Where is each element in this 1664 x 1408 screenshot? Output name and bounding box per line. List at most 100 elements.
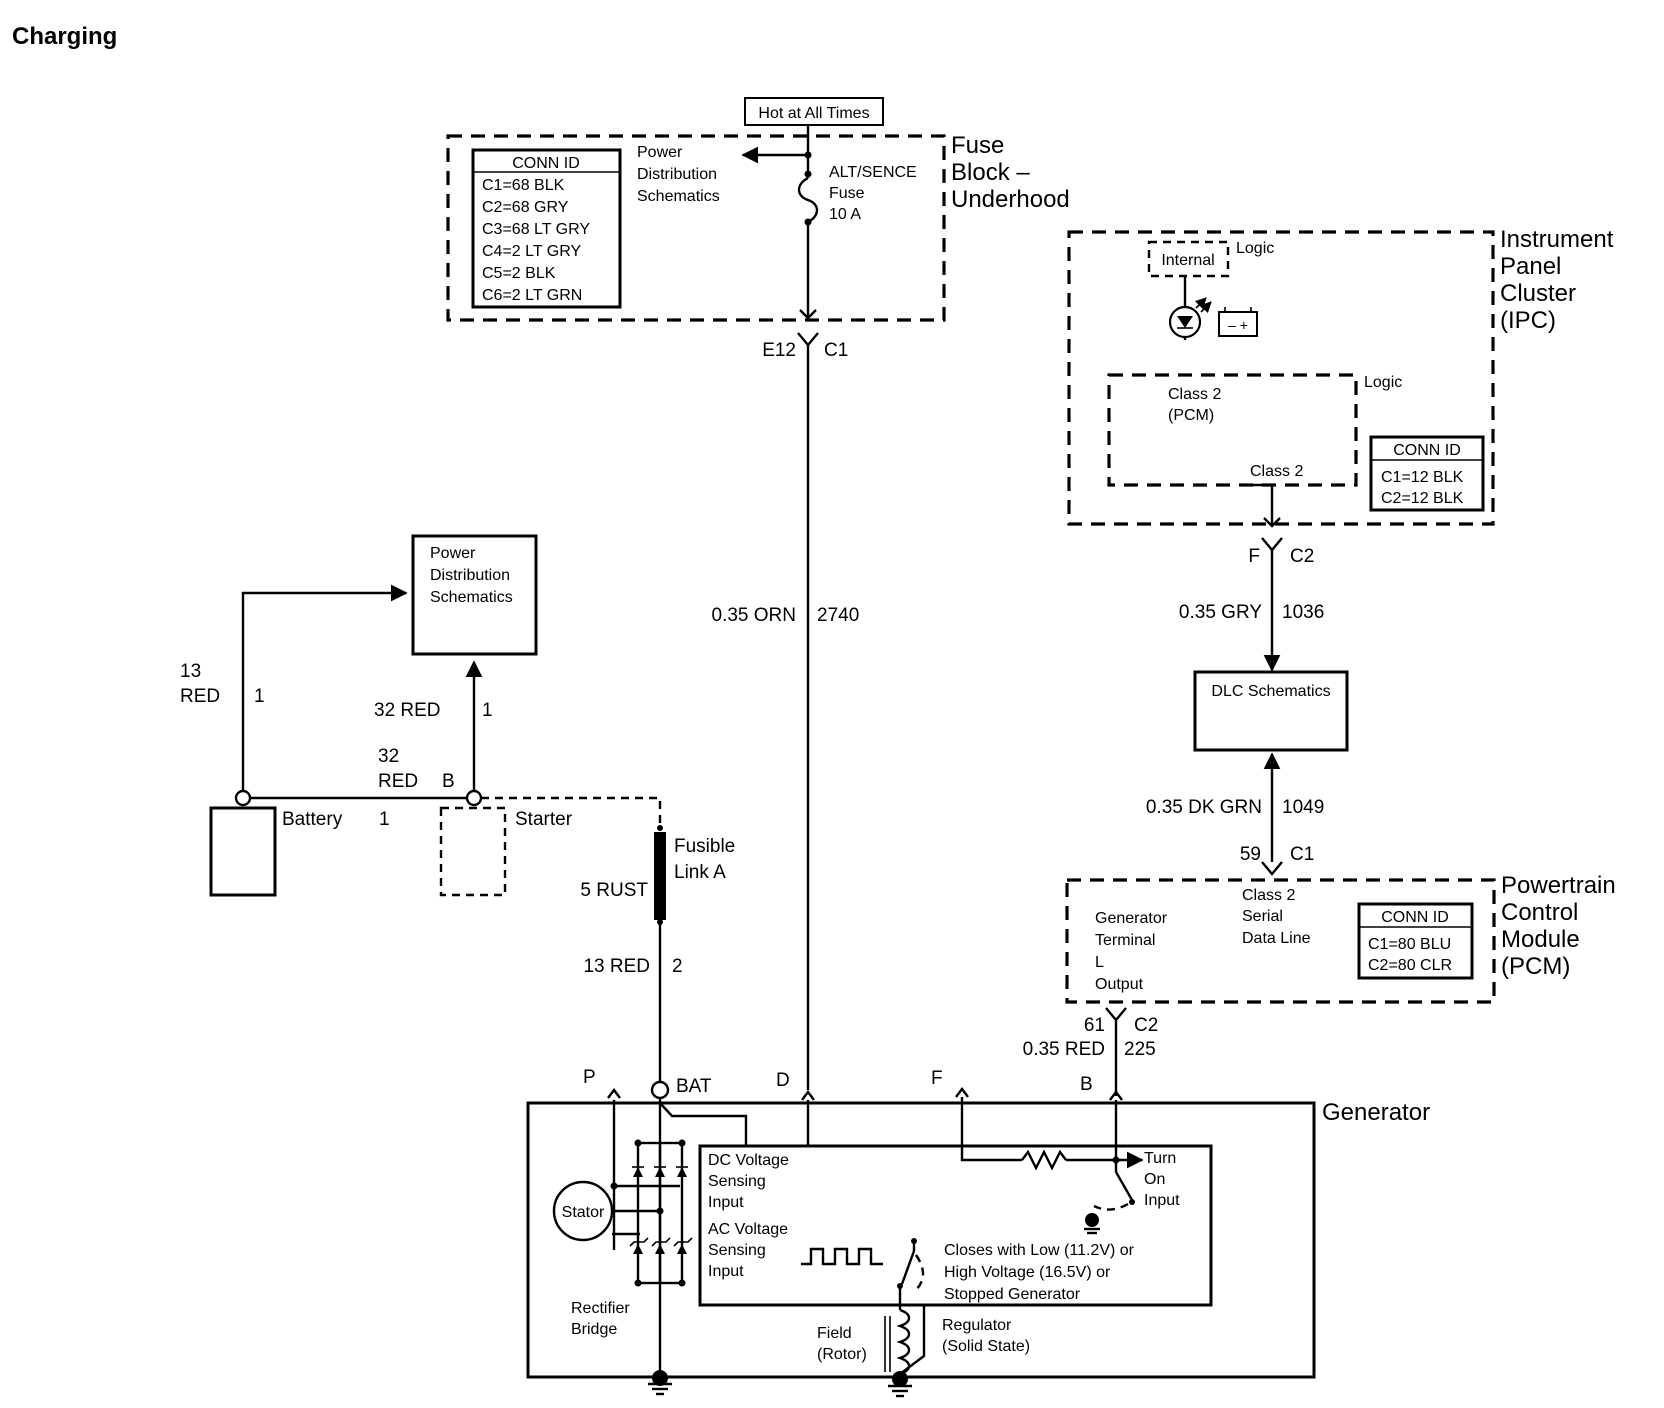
rectifier-label-2: Bridge <box>571 1321 617 1338</box>
connector-pcm-61: 61 <box>1084 1015 1105 1036</box>
ipc-title-1: Instrument <box>1500 226 1614 253</box>
wire-dkgrn-label: 0.35 DK GRN <box>1146 797 1262 818</box>
pcm-title-2: Control <box>1501 899 1578 926</box>
closes-3: Stopped Generator <box>944 1286 1081 1303</box>
pcm-title-1: Powertrain <box>1501 872 1616 899</box>
terminal-f-chevron-icon <box>955 1087 969 1098</box>
dc-sense-2: Sensing <box>708 1173 766 1190</box>
ipc-title-3: Cluster <box>1500 280 1576 307</box>
wire-red13-mid-2: 2 <box>672 956 683 977</box>
pcm-title-4: (PCM) <box>1501 953 1570 980</box>
ipc-conn-id-row: C2=12 BLK <box>1381 490 1464 507</box>
wire-red32-b-1: 32 <box>378 746 399 767</box>
battery-terminal <box>234 789 252 807</box>
wire-orn-label: 0.35 ORN <box>712 605 796 626</box>
wire-red13-mid-1: 13 RED <box>583 956 650 977</box>
ipc-title-2: Panel <box>1500 253 1561 280</box>
rectifier-bridge-icon <box>629 1139 693 1287</box>
dlc-schematics-label: DLC Schematics <box>1211 683 1330 700</box>
pcm-serial-1: Class 2 <box>1242 887 1295 904</box>
wire-dkgrn-circuit: 1049 <box>1282 797 1324 818</box>
stator-label: Stator <box>562 1204 605 1221</box>
ipc-internal-label: Internal <box>1161 252 1214 269</box>
wire-red32-b-2: RED <box>378 771 418 792</box>
wire-red32-b-3: B <box>442 771 455 792</box>
ipc-class2-pcm-1: Class 2 <box>1168 386 1221 403</box>
generator-title: Generator <box>1322 1099 1430 1126</box>
field-label-2: (Rotor) <box>817 1346 867 1363</box>
left-power-dist-1: Power <box>430 545 476 562</box>
ipc-conn-id-table <box>1369 435 1485 512</box>
fuse-conn-id-header: CONN ID <box>512 155 580 172</box>
pcm-conn-id-header: CONN ID <box>1381 909 1449 926</box>
wire-gry-circuit: 1036 <box>1282 602 1324 623</box>
ac-sense-3: Input <box>708 1263 744 1280</box>
wire-red-b-label: 0.35 RED <box>1023 1039 1105 1060</box>
connector-e12: E12 <box>762 340 796 361</box>
pcm-gen-terminal-3: L <box>1095 954 1104 971</box>
terminal-f-label: F <box>931 1068 943 1089</box>
fuse-block-title-3: Underhood <box>951 186 1070 213</box>
ipc-title-4: (IPC) <box>1500 307 1556 334</box>
wire-gry-label: 0.35 GRY <box>1179 602 1262 623</box>
closes-1: Closes with Low (11.2V) or <box>944 1242 1135 1259</box>
fuse-conn-id-row: C4=2 LT GRY <box>482 243 581 260</box>
fuse-label-1: ALT/SENCE <box>829 164 917 181</box>
pcm-serial-2: Serial <box>1242 908 1283 925</box>
fuse-label-2: Fuse <box>829 185 865 202</box>
fusible-link-label-1: Fusible <box>674 836 735 857</box>
battery-starter-circuit: Power Distribution Schematics 13 RED 1 3… <box>180 534 735 1084</box>
pcm-conn-id-table <box>1357 902 1474 980</box>
fuse-power-dist-label-1: Power <box>637 144 683 161</box>
fuse-conn-id-row: C5=2 BLK <box>482 265 556 282</box>
ac-sense-1: AC Voltage <box>708 1221 788 1238</box>
powertrain-control-module: Powertrain Control Module (PCM) Generato… <box>1065 872 1616 1004</box>
wire-orn-circuit: 2740 <box>817 605 859 626</box>
terminal-d-label: D <box>776 1070 790 1091</box>
connector-pcm-c1: C1 <box>1290 844 1314 865</box>
generator: Generator P BAT D F B DC Voltage Sensing… <box>526 1067 1430 1398</box>
hot-at-all-times-box <box>744 97 884 126</box>
instrument-panel-cluster: Instrument Panel Cluster (IPC) Internal … <box>1067 226 1614 567</box>
battery-indicator-signs: – + <box>1228 317 1248 333</box>
fuse-block-underhood: Hot at All Times Fuse Block – Underhood … <box>446 97 1070 361</box>
field-label-1: Field <box>817 1325 852 1342</box>
starter-label: Starter <box>515 809 573 830</box>
connector-pcm-c2: C2 <box>1134 1015 1158 1036</box>
connector-c1: C1 <box>824 340 848 361</box>
connector-ipc-c2: C2 <box>1290 546 1314 567</box>
fuse-power-dist-label-3: Schematics <box>637 188 720 205</box>
fuse-power-dist-label-2: Distribution <box>637 166 717 183</box>
field-coil-icon <box>896 1308 911 1376</box>
starter-box <box>439 806 507 897</box>
fuse-icon <box>797 176 819 224</box>
starter-terminal-b <box>465 789 483 807</box>
turn-on-3: Input <box>1144 1192 1180 1209</box>
fuse-label-3: 10 A <box>829 206 861 223</box>
battery-box <box>209 806 277 897</box>
turn-on-2: On <box>1144 1171 1165 1188</box>
regulator-box <box>698 1144 1213 1307</box>
regulator-switch-icon <box>900 1250 916 1285</box>
pcm-serial-3: Data Line <box>1242 930 1311 947</box>
turn-on-1: Turn <box>1144 1150 1176 1167</box>
terminal-b-chevron-icon <box>1109 1090 1123 1101</box>
fuse-conn-id-table <box>471 148 622 309</box>
terminal-p-label: P <box>583 1067 596 1088</box>
pcm-outline <box>1065 878 1496 1004</box>
fuse-conn-id-row: C2=68 GRY <box>482 199 569 216</box>
resistor-icon <box>1021 1149 1067 1171</box>
pulse-waveform-icon <box>801 1247 883 1266</box>
connector-chevron-icon <box>1261 537 1283 552</box>
generator-outline <box>526 1101 1316 1379</box>
battery-label: Battery <box>282 809 343 830</box>
terminal-bat <box>650 1080 670 1100</box>
connector-chevron-icon <box>797 332 819 347</box>
dc-sense-1: DC Voltage <box>708 1152 789 1169</box>
connector-chevron-icon <box>1261 861 1283 876</box>
ipc-class2-label: Class 2 <box>1250 463 1303 480</box>
ac-sense-2: Sensing <box>708 1242 766 1259</box>
dc-sense-3: Input <box>708 1194 744 1211</box>
pcm-gen-terminal-1: Generator <box>1095 910 1168 927</box>
